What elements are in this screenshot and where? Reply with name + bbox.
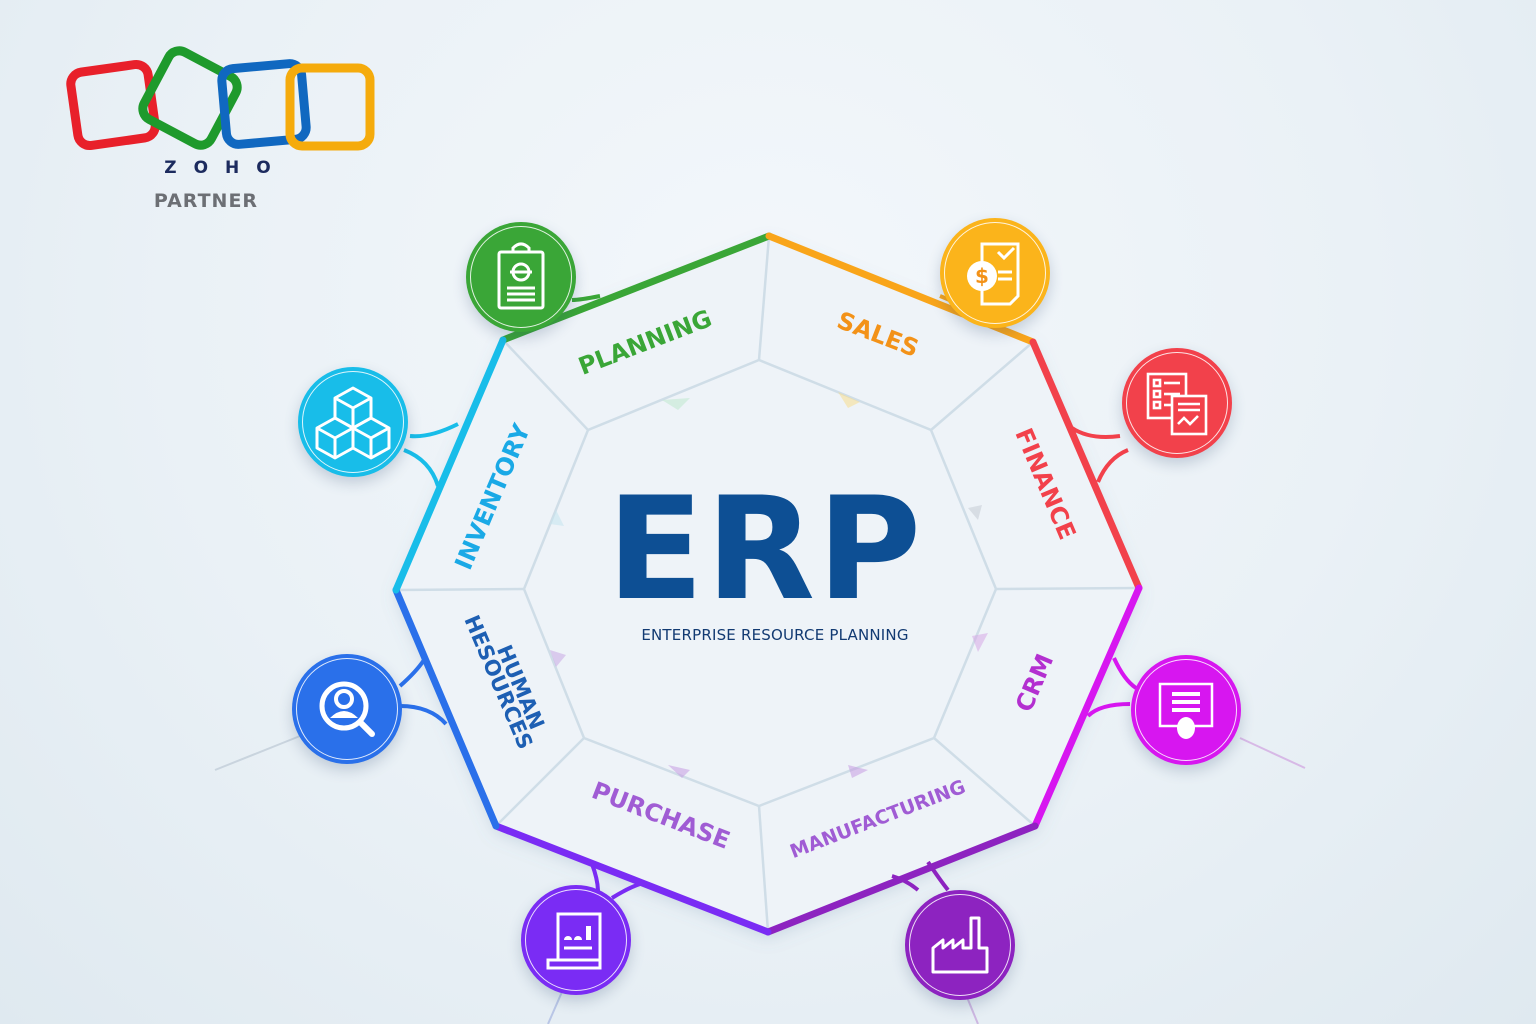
- zoho-squares-icon: [66, 46, 375, 151]
- node-planning[interactable]: [466, 222, 576, 332]
- boxes-icon: [315, 386, 391, 460]
- purchase-chart-icon: [546, 912, 602, 970]
- invoice-dollar-icon: $: [967, 242, 1020, 306]
- customer-card-icon: [1158, 682, 1214, 739]
- edge-finance: [1029, 338, 1143, 592]
- node-crm[interactable]: [1131, 655, 1241, 765]
- node-manufacturing[interactable]: [905, 890, 1015, 1000]
- edge-inventory: [392, 336, 507, 594]
- user-search-icon: [319, 681, 375, 737]
- edge-human-resources: [392, 586, 500, 830]
- erp-subtitle: ENTERPRISE RESOURCE PLANNING: [641, 626, 909, 644]
- node-sales[interactable]: $: [940, 218, 1050, 328]
- edge-purchase: [492, 822, 772, 936]
- factory-icon: [931, 916, 989, 974]
- erp-title: ERP: [606, 467, 924, 632]
- node-purchase[interactable]: [521, 885, 631, 995]
- node-human-resources[interactable]: [292, 654, 402, 764]
- zoho-wordmark: ZOHO: [164, 158, 288, 178]
- edge-crm: [1031, 584, 1143, 830]
- svg-text:$: $: [975, 264, 989, 288]
- zoho-partner-logo: ZOHO PARTNER: [66, 44, 378, 219]
- clipboard-icon: [497, 242, 545, 310]
- octagon-spokes: [395, 235, 1140, 933]
- node-inventory[interactable]: [298, 367, 408, 477]
- node-finance[interactable]: [1122, 348, 1232, 458]
- partner-label: PARTNER: [153, 190, 259, 212]
- financial-report-icon: [1146, 372, 1208, 436]
